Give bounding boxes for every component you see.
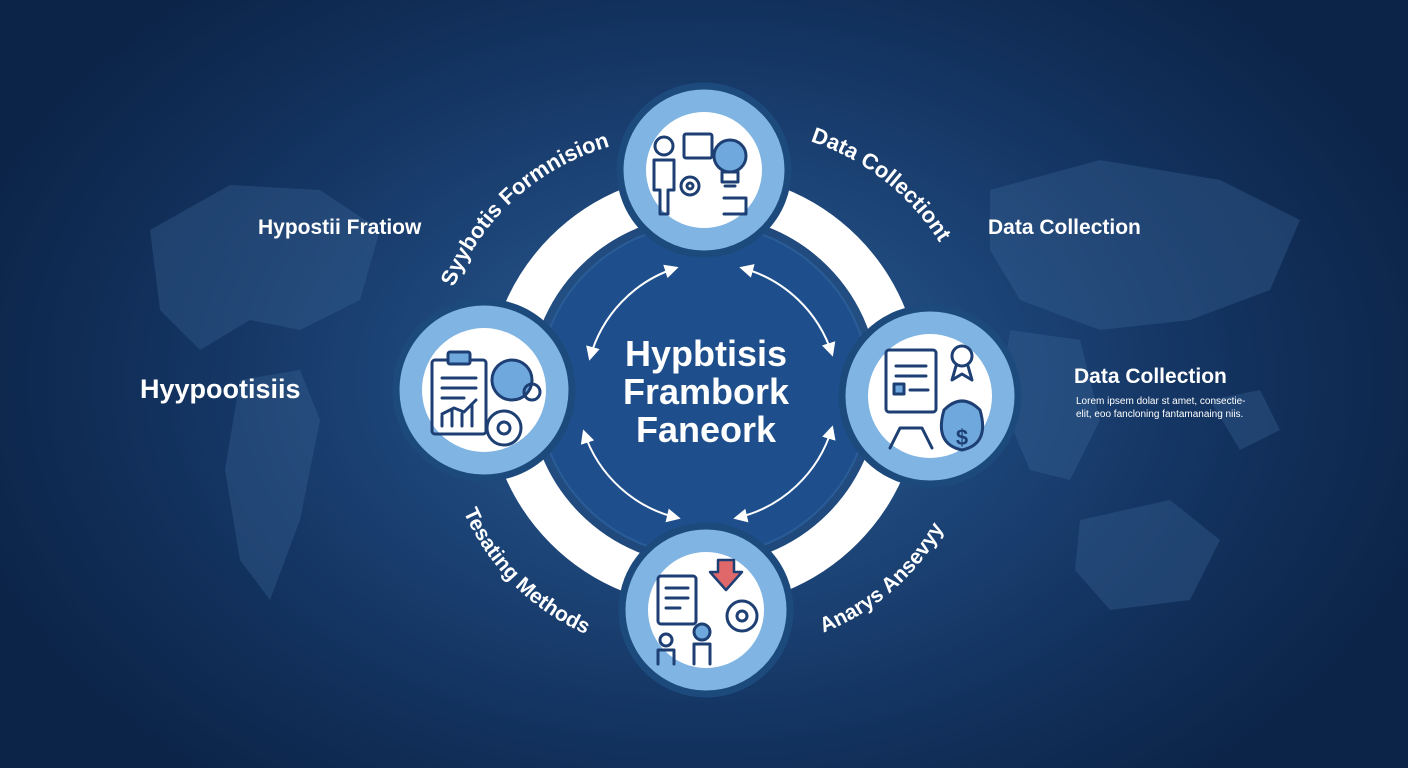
label-right-desc-line2: elit, eoo fancloning fantamanaing niis. — [1076, 409, 1244, 420]
svg-text:$: $ — [956, 425, 968, 450]
document-award-money-bag-icon: $ — [884, 344, 985, 452]
label-top-left: Hypostii Fratiow — [258, 216, 422, 239]
node-left[interactable] — [392, 298, 576, 482]
node-top[interactable] — [616, 82, 792, 258]
label-top-right: Data Collection — [988, 216, 1141, 239]
label-left: Hyypootisiis — [140, 374, 301, 404]
node-bottom[interactable] — [618, 522, 794, 698]
center-title-line1: Hypbtisis — [625, 333, 787, 374]
person-lightbulb-gear-icon — [652, 132, 748, 216]
label-right-desc-line1: Lorem ipsem dolar st amet, consectie- — [1076, 396, 1246, 407]
checklist-people-gear-icon — [656, 558, 759, 666]
arc-label-top-left: Syybotis Formnision — [435, 127, 611, 289]
clipboard-chart-gear-icon — [430, 350, 542, 447]
center-title-line2: Frambork — [623, 371, 790, 412]
cycle-arrows — [580, 264, 836, 523]
node-right[interactable]: $ — [838, 304, 1022, 488]
label-right-title: Data Collection — [1074, 365, 1227, 388]
center-title: Hypbtisis Frambork Faneork — [623, 333, 790, 450]
center-title-line3: Faneork — [636, 409, 777, 450]
world-map-background — [150, 160, 1300, 610]
